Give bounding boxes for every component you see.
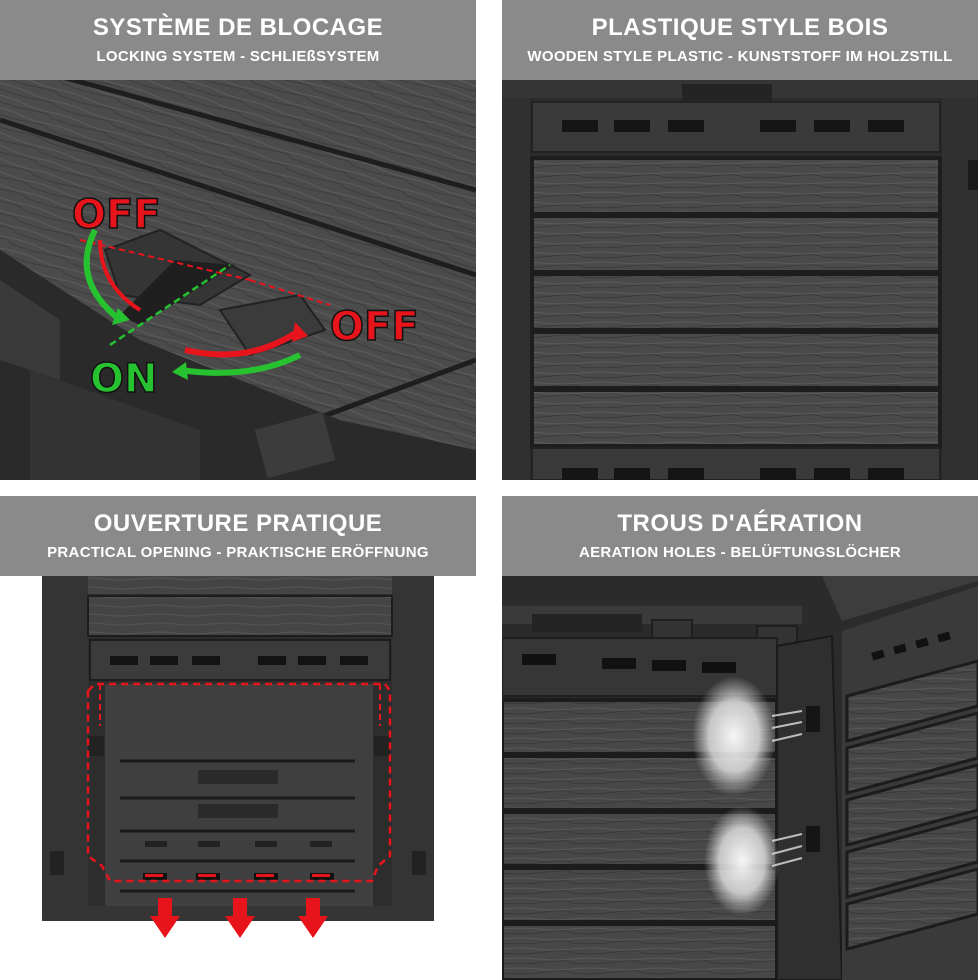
panel-wooden-style: PLASTIQUE STYLE BOIS WOODEN STYLE PLASTI…: [502, 0, 978, 480]
panel-title: SYSTÈME DE BLOCAGE: [92, 14, 384, 41]
panel-subtitle: LOCKING SYSTEM - SCHLIEßSYSTEM: [96, 48, 380, 65]
curved-arrow-icon: [83, 228, 308, 380]
panel-header: PLASTIQUE STYLE BOIS WOODEN STYLE PLASTI…: [502, 0, 978, 80]
panel-header: SYSTÈME DE BLOCAGE LOCKING SYSTEM - SCHL…: [0, 0, 476, 80]
aeration-photo: [502, 576, 978, 980]
off-label-right: OFF: [330, 304, 419, 350]
panel-title: OUVERTURE PRATIQUE: [93, 510, 383, 537]
panel-subtitle: PRACTICAL OPENING - PRAKTISCHE ERÖFFNUNG: [47, 544, 429, 561]
panel-title: TROUS D'AÉRATION: [617, 510, 863, 537]
air-flow-icon: [692, 676, 803, 916]
panel-practical-opening: OUVERTURE PRATIQUE PRACTICAL OPENING - P…: [0, 496, 476, 980]
panel-locking-system: SYSTÈME DE BLOCAGE LOCKING SYSTEM - SCHL…: [0, 0, 476, 480]
panel-aeration-holes: TROUS D'AÉRATION AERATION HOLES - BELÜFT…: [502, 496, 978, 980]
lock-photo: OFF OFF ON: [0, 80, 476, 480]
panel-header: OUVERTURE PRATIQUE PRACTICAL OPENING - P…: [0, 496, 476, 576]
panel-header: TROUS D'AÉRATION AERATION HOLES - BELÜFT…: [502, 496, 978, 576]
panel-title: PLASTIQUE STYLE BOIS: [591, 14, 889, 41]
panel-subtitle: WOODEN STYLE PLASTIC - KUNSTSTOFF IM HOL…: [527, 48, 953, 65]
on-label: ON: [90, 356, 157, 402]
opening-photo: [0, 576, 476, 980]
panel-subtitle: AERATION HOLES - BELÜFTUNGSLÖCHER: [578, 544, 902, 561]
down-arrow-icon: [150, 898, 328, 938]
wood-panel-photo: [502, 80, 978, 480]
off-label-top: OFF: [72, 192, 161, 238]
